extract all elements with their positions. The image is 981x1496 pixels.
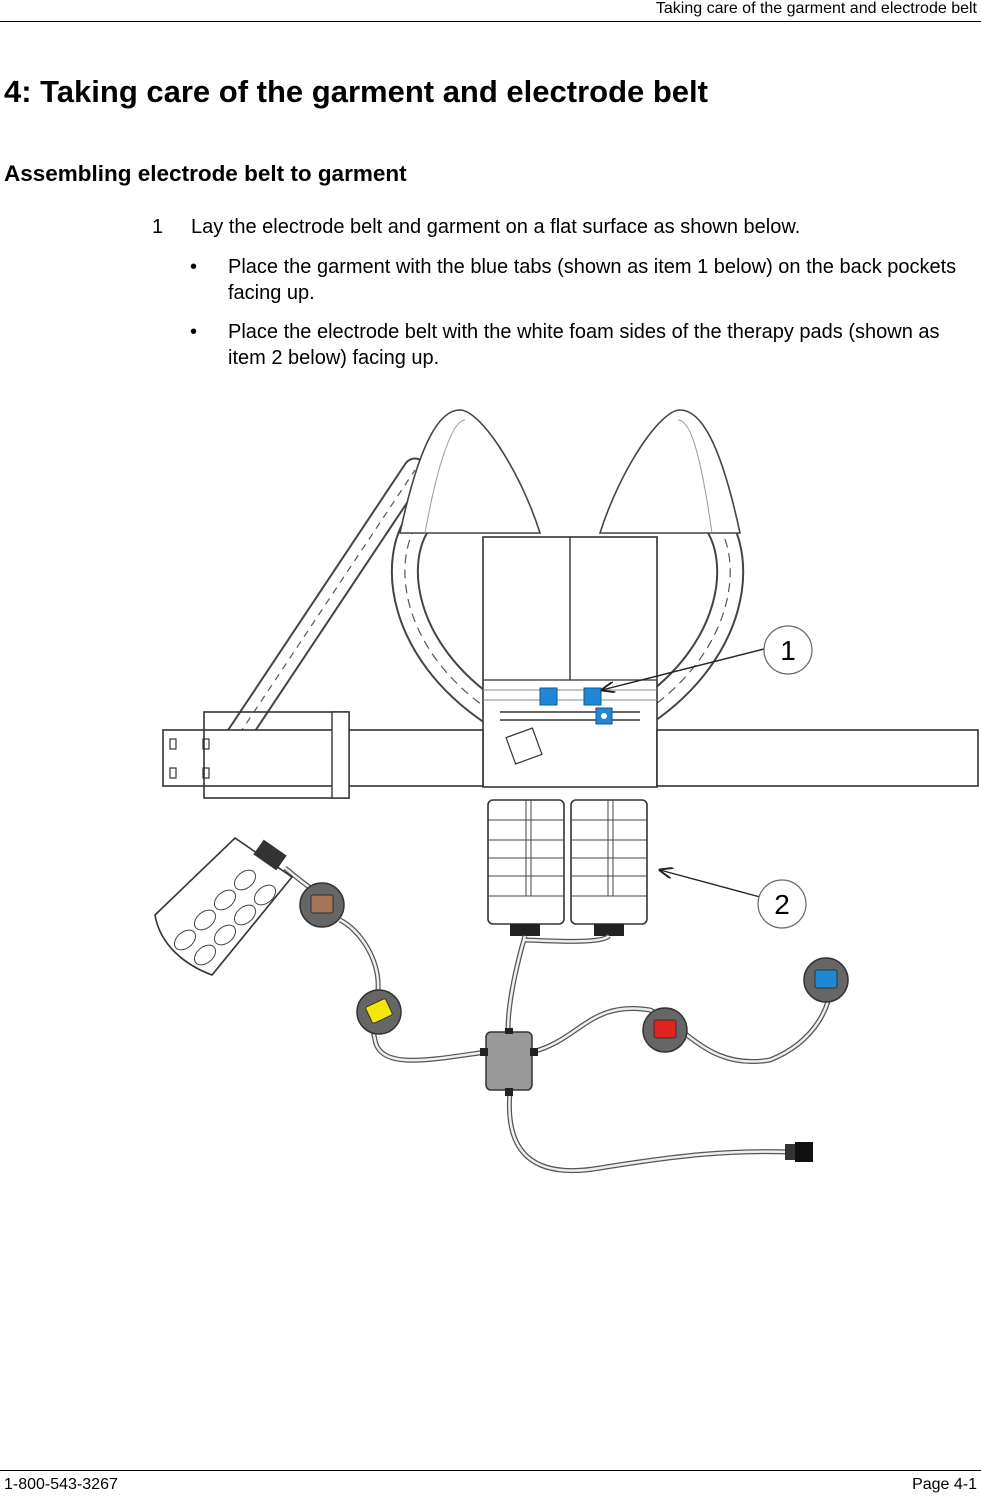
electrode-brown <box>299 882 345 928</box>
callout-1-label: 1 <box>780 635 796 666</box>
ecg-electrodes <box>299 882 849 1053</box>
therapy-pads <box>487 799 648 936</box>
electrode-blue <box>803 957 849 1003</box>
electrode-yellow <box>356 989 402 1035</box>
monitor-connector <box>785 1142 813 1162</box>
header-rule <box>0 21 981 22</box>
junction-box <box>480 1028 538 1096</box>
sensor-pad-pack <box>154 836 294 976</box>
bullet-dot: • <box>190 321 198 343</box>
bullet-dot: • <box>190 256 198 278</box>
callout-2-label: 2 <box>774 889 790 920</box>
footer-rule <box>0 1470 981 1471</box>
chapter-title: 4: Taking care of the garment and electr… <box>4 74 708 109</box>
bullet-text: Place the electrode belt with the white … <box>228 321 940 369</box>
step-text: Lay the electrode belt and garment on a … <box>191 216 801 238</box>
long-strap <box>219 457 428 758</box>
garment-electrode-belt-figure: 1 2 <box>154 409 979 1174</box>
blue-tabs <box>539 687 613 725</box>
bullet-text: Place the garment with the blue tabs (sh… <box>228 256 957 304</box>
callout-1: 1 <box>602 625 813 690</box>
blue-tab <box>539 687 558 706</box>
footer-page-number: Page 4-1 <box>912 1476 977 1493</box>
section-title: Assembling electrode belt to garment <box>4 161 407 186</box>
shoulder-strap-right <box>598 409 745 724</box>
blue-tab <box>583 687 602 706</box>
garment-body <box>482 536 658 788</box>
running-header: Taking care of the garment and electrode… <box>655 0 977 17</box>
waist-belt <box>162 711 979 799</box>
shoulder-strap-left <box>390 409 542 724</box>
callout-2: 2 <box>660 870 807 929</box>
step-number: 1 <box>152 216 164 238</box>
electrode-red <box>642 1007 688 1053</box>
footer-phone: 1-800-543-3267 <box>4 1476 118 1493</box>
